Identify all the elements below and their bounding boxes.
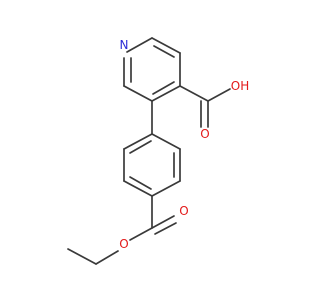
- bond-ester-o-double-b: [154, 222, 177, 235]
- bond-c4-c5-double: [152, 81, 175, 95]
- atom-o-ester: O: [119, 237, 128, 251]
- bond-c2-c3-double: [153, 45, 175, 58]
- bond-ch2-ch3: [67, 248, 97, 265]
- bond-n1-c2: [126, 37, 153, 53]
- bond-c5-c6: [123, 85, 153, 102]
- atom-n1: N: [120, 38, 129, 52]
- bonds: [67, 37, 231, 265]
- atom-labels: N OH O O O: [119, 38, 249, 251]
- bond-b3-b4-double: [129, 176, 152, 190]
- bond-ester-o-double-a: [151, 215, 175, 229]
- bond-b6-b1: [151, 133, 181, 150]
- bond-b1-b2-double: [129, 140, 152, 154]
- atom-o-acid-hydroxyl: OH: [231, 79, 249, 93]
- atom-o-ester-carbonyl: O: [179, 204, 188, 218]
- bond-o-ch2: [95, 250, 119, 265]
- bond-ester-o: [129, 227, 153, 241]
- bond-c4-cooh: [179, 85, 209, 102]
- bond-c2-c3: [151, 37, 181, 54]
- structure-diagram: N OH O O O: [67, 37, 249, 265]
- bond-cooh-oh: [207, 88, 231, 102]
- bond-b1-b2: [123, 133, 153, 150]
- bond-b3-b4: [123, 180, 153, 197]
- bond-c4-c5: [151, 85, 181, 102]
- atom-o-acid-carbonyl: O: [200, 127, 209, 141]
- bond-b4-b5: [151, 180, 181, 197]
